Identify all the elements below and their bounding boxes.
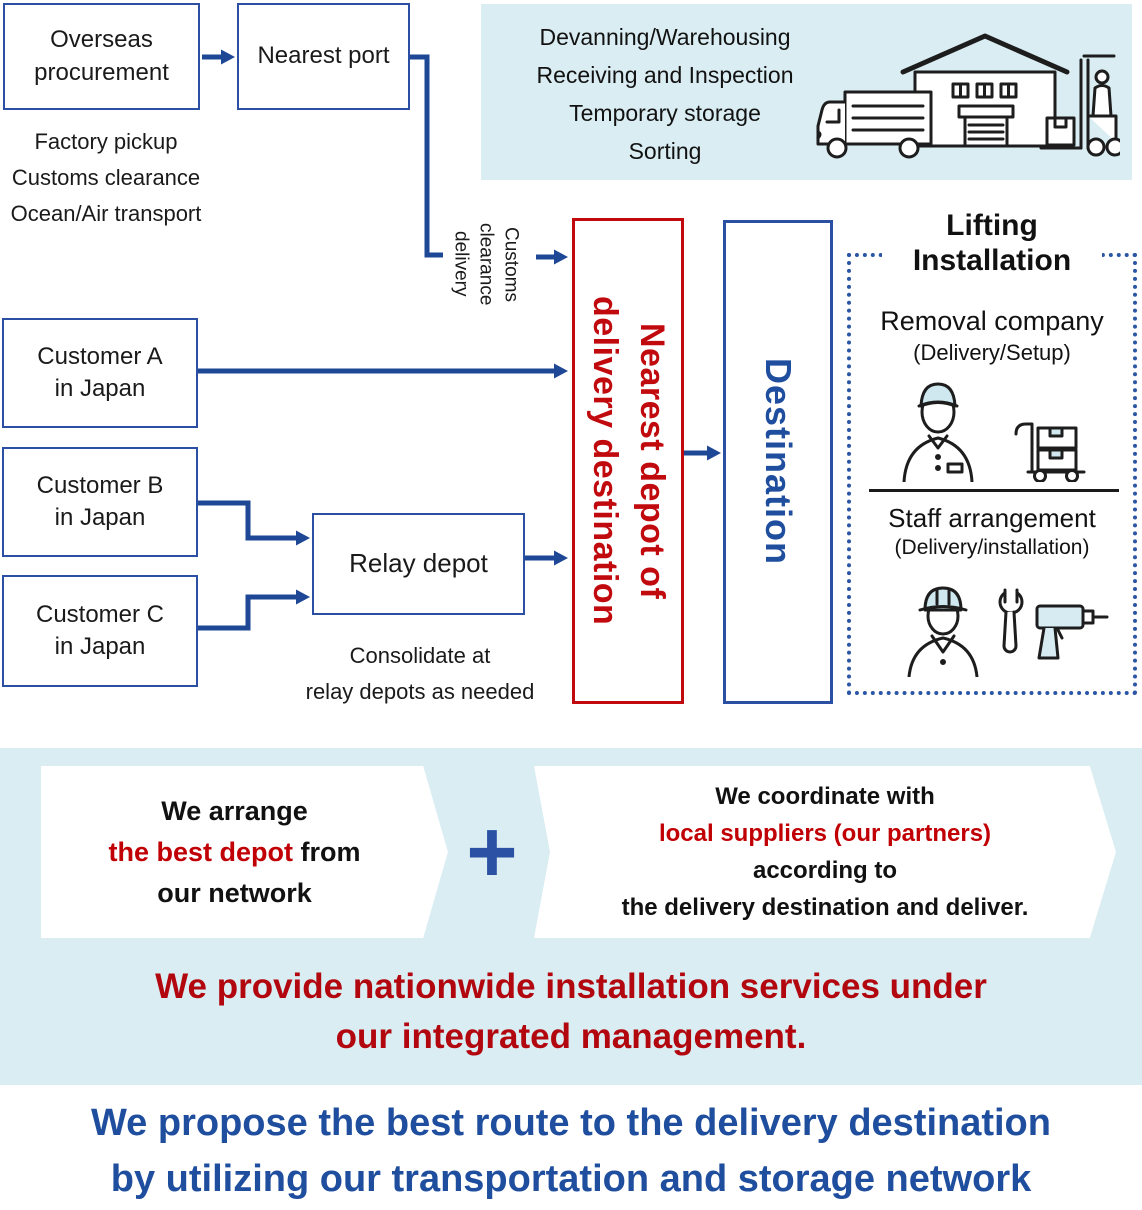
staff-arrangement-label: Staff arrangement (888, 503, 1096, 533)
overseas-procurement-box: Overseas procurement (3, 3, 200, 110)
nationwide-installation-headline: We provide nationwide installation servi… (155, 967, 987, 1056)
nearest-depot-box: Nearest depot of delivery destination (572, 218, 684, 704)
devanning-panel-text: Devanning/Warehousing Receiving and Insp… (536, 24, 794, 164)
connector-port-down (410, 54, 443, 258)
customer-b-box: Customer B in Japan (2, 447, 198, 557)
worker-with-tools-icon (907, 586, 1109, 677)
plus-icon: + (466, 802, 518, 901)
customer-a-box: Customer A in Japan (2, 318, 198, 428)
relay-depot-box: Relay depot (312, 513, 525, 615)
connector-customer-b-to-relay (198, 500, 310, 546)
warehouse-truck-forklift-icon (816, 33, 1120, 159)
lifting-installation-panel (847, 253, 1137, 695)
lifting-installation-title: Lifting Installation (882, 208, 1102, 278)
best-route-headline: We propose the best route to the deliver… (90, 1102, 1051, 1200)
relay-depot-note: Consolidate at relay depots as needed (305, 643, 535, 704)
customs-clearance-delivery-label: Customs clearance delivery (450, 222, 522, 306)
overseas-notes: Factory pickup Customs clearance Ocean/A… (10, 129, 202, 226)
nearest-port-box: Nearest port (237, 3, 410, 110)
connector-customer-c-to-relay (198, 589, 310, 631)
lifting-panel-divider (869, 489, 1119, 492)
staff-arrangement-sublabel: (Delivery/installation) (894, 536, 1090, 559)
destination-box: Destination (723, 220, 833, 704)
removal-company-label: Removal company (880, 306, 1104, 336)
removal-company-sublabel: (Delivery/Setup) (913, 340, 1071, 365)
customer-c-box: Customer C in Japan (2, 575, 198, 687)
worker-with-handtruck-icon (902, 382, 1086, 482)
devanning-panel: Devanning/Warehousing Receiving and Insp… (481, 4, 1132, 180)
